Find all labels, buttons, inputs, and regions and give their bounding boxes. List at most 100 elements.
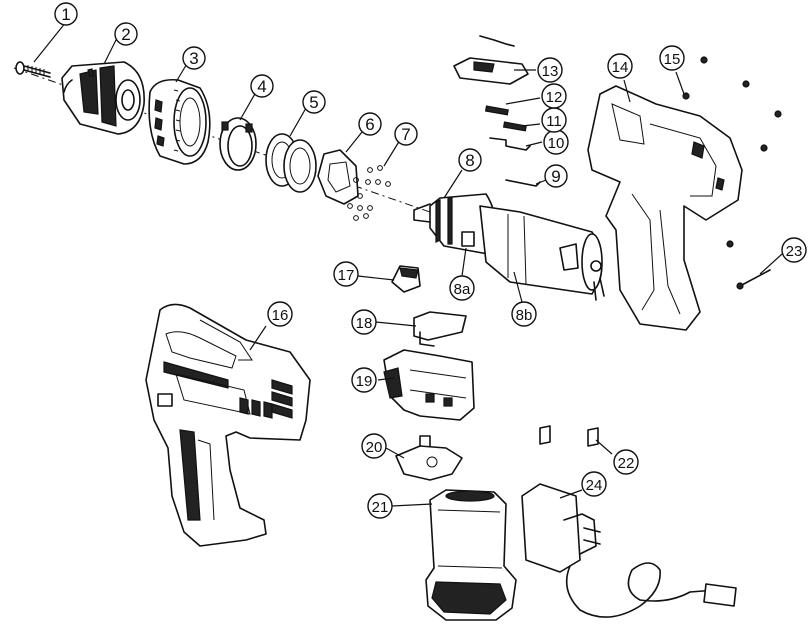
part-4-gear-ring xyxy=(219,117,257,171)
leader-2 xyxy=(103,35,119,65)
callout-24: 24 xyxy=(581,471,607,497)
part-17-led-cover xyxy=(391,265,421,293)
callout-label: 6 xyxy=(365,115,374,134)
callout-label: 2 xyxy=(121,25,130,44)
callout-21: 21 xyxy=(367,493,393,519)
part-8b-motor xyxy=(479,205,605,301)
part-12-brush xyxy=(484,105,509,116)
leader-20 xyxy=(385,447,405,459)
callout-10: 10 xyxy=(543,129,569,155)
part-23-screw xyxy=(736,269,771,290)
part-22-contact-terminals xyxy=(539,425,599,447)
callout-13: 13 xyxy=(537,57,563,83)
callout-16: 16 xyxy=(267,301,293,327)
leader-11 xyxy=(521,123,541,127)
callout-23: 23 xyxy=(781,237,807,263)
callout-6: 6 xyxy=(358,112,382,136)
leader-8b xyxy=(513,271,523,303)
callout-22: 22 xyxy=(613,449,639,475)
part-16-tool-housing xyxy=(145,303,311,547)
callout-label: 24 xyxy=(586,477,603,494)
callout-4: 4 xyxy=(250,74,274,98)
part-18-bracket xyxy=(413,311,467,347)
callout-14: 14 xyxy=(607,53,633,79)
callout-label: 7 xyxy=(401,125,410,144)
callout-11: 11 xyxy=(541,107,567,133)
callout-20: 20 xyxy=(361,433,387,459)
part-20-battery-terminal xyxy=(395,435,463,481)
part-21-battery-pack xyxy=(425,489,517,621)
callout-8a: 8a xyxy=(449,275,475,301)
callout-8b: 8b xyxy=(511,301,537,327)
leader-19 xyxy=(377,377,395,381)
callout-8: 8 xyxy=(458,148,482,172)
callout-label: 11 xyxy=(546,113,562,130)
part-11-brush xyxy=(502,121,527,132)
leader-15 xyxy=(675,71,685,95)
leader-8 xyxy=(443,169,463,199)
callout-label: 5 xyxy=(309,93,318,112)
callout-label: 3 xyxy=(189,49,198,68)
leader-7 xyxy=(383,139,401,167)
leader-17 xyxy=(357,275,395,281)
callout-15: 15 xyxy=(659,45,685,71)
callout-12: 12 xyxy=(541,83,567,109)
part-14-housing-half xyxy=(587,85,743,331)
part-2-keyless-chuck xyxy=(61,61,145,135)
leader-23 xyxy=(759,253,783,275)
callout-label: 8 xyxy=(465,151,474,170)
callout-18: 18 xyxy=(351,309,377,335)
callout-1: 1 xyxy=(54,2,78,26)
part-9-spring-clip xyxy=(505,179,541,187)
callout-label: 1 xyxy=(61,5,70,24)
leader-14 xyxy=(623,79,631,103)
callout-5: 5 xyxy=(302,90,326,114)
part-19-trigger-switch xyxy=(383,349,475,421)
callout-label: 22 xyxy=(618,455,635,472)
part-13-direction-switch xyxy=(453,35,529,85)
part-3-clutch-ring xyxy=(148,78,211,165)
callout-label: 14 xyxy=(612,59,629,76)
part-6-carrier-plate xyxy=(317,149,359,205)
leader-1 xyxy=(33,21,67,63)
callout-3: 3 xyxy=(182,46,206,70)
callout-label: 8b xyxy=(516,307,533,324)
callout-label: 4 xyxy=(257,77,266,96)
callout-label: 23 xyxy=(786,243,803,260)
callout-17: 17 xyxy=(333,261,359,287)
leader-16 xyxy=(249,325,267,351)
callout-label: 17 xyxy=(338,267,355,284)
leader-24 xyxy=(559,489,583,499)
leader-6 xyxy=(345,131,363,153)
callout-2: 2 xyxy=(114,22,138,46)
callout-label: 15 xyxy=(664,51,681,68)
leader-12 xyxy=(505,97,541,105)
part-5-planetary-gear-set xyxy=(265,133,317,193)
part-24-charger xyxy=(521,483,737,618)
callout-label: 12 xyxy=(546,89,563,106)
leader-5 xyxy=(289,107,307,137)
callout-19: 19 xyxy=(351,367,377,393)
callout-label: 13 xyxy=(542,63,559,80)
leader-18 xyxy=(375,321,417,327)
leader-21 xyxy=(391,503,433,507)
part-15-screws xyxy=(682,56,782,248)
callout-label: 16 xyxy=(272,307,289,324)
callout-label: 20 xyxy=(366,439,383,456)
callout-9: 9 xyxy=(544,164,568,188)
callout-7: 7 xyxy=(394,122,418,146)
callout-label: 19 xyxy=(356,373,373,390)
callout-label: 10 xyxy=(548,135,565,152)
callout-label: 21 xyxy=(372,499,389,516)
leader-8a xyxy=(461,247,467,277)
leader-9 xyxy=(535,179,547,185)
part-10-contact-plate xyxy=(489,137,531,151)
callout-label: 9 xyxy=(551,167,560,186)
callout-label: 18 xyxy=(356,315,373,332)
callout-label: 8a xyxy=(454,281,471,298)
part-7-steel-balls xyxy=(347,165,391,221)
part-1-chuck-screw xyxy=(15,61,51,78)
leader-22 xyxy=(595,439,613,455)
leader-10 xyxy=(525,141,543,147)
